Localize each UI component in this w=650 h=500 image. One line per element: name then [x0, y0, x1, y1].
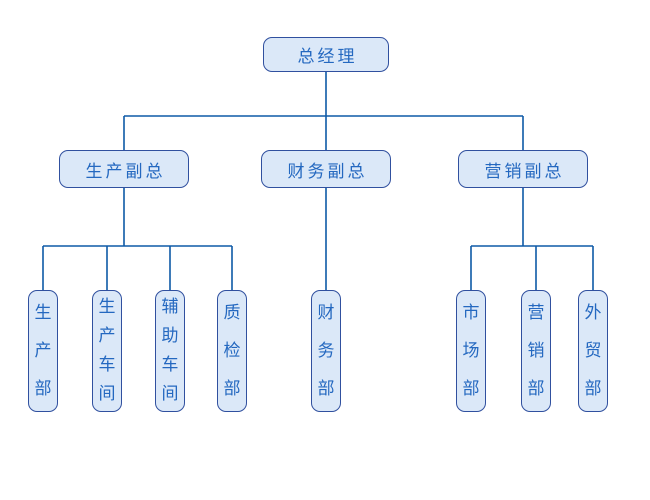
- org-node-production-workshop: 生产车间: [92, 290, 122, 412]
- org-node-marketing-dept: 营销部: [521, 290, 551, 412]
- org-node-finance-vp: 财务副总: [261, 150, 391, 188]
- org-node-label: 生产车间: [98, 297, 116, 404]
- org-node-production-dept: 生产部: [28, 290, 58, 412]
- org-node-quality-inspection-dept: 质检部: [217, 290, 247, 412]
- org-node-label: 质检部: [223, 303, 241, 399]
- org-node-label: 财务部: [317, 303, 335, 399]
- org-node-label: 营销部: [527, 303, 545, 399]
- org-node-label: 外贸部: [584, 303, 602, 399]
- org-node-finance-dept: 财务部: [311, 290, 341, 412]
- org-node-marketing-vp: 营销副总: [458, 150, 588, 188]
- org-node-market-dept: 市场部: [456, 290, 486, 412]
- org-node-general-manager: 总经理: [263, 37, 389, 72]
- org-node-label: 辅助车间: [161, 297, 179, 404]
- org-node-foreign-trade-dept: 外贸部: [578, 290, 608, 412]
- org-node-production-vp: 生产副总: [59, 150, 189, 188]
- org-node-label: 生产部: [34, 303, 52, 399]
- org-node-label: 市场部: [462, 303, 480, 399]
- org-node-auxiliary-workshop: 辅助车间: [155, 290, 185, 412]
